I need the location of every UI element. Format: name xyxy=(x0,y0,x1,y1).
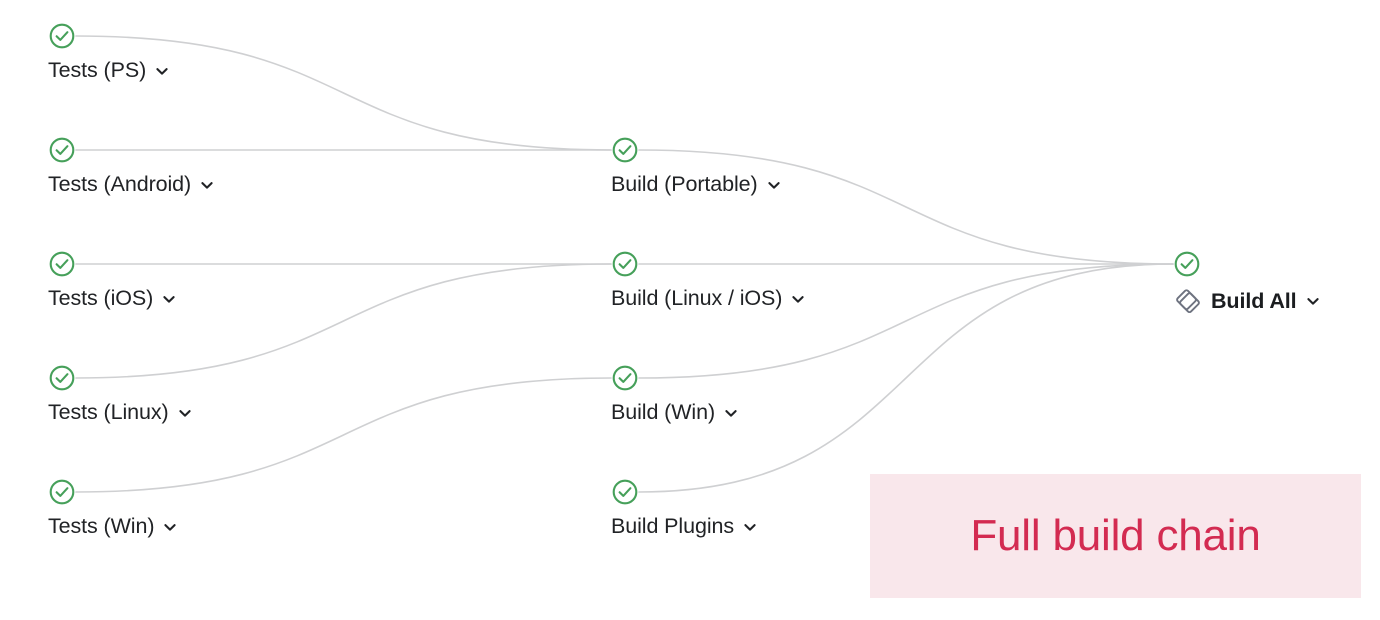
node-label: Build All xyxy=(1211,288,1297,313)
annotation-label: Full build chain xyxy=(970,511,1261,560)
node-label-row[interactable]: Tests (Linux) xyxy=(48,400,192,425)
node-label-row[interactable]: Build (Win) xyxy=(611,400,738,425)
status-check-circle-icon[interactable] xyxy=(48,250,76,278)
status-check-circle-icon[interactable] xyxy=(611,364,639,392)
status-check-circle-icon[interactable] xyxy=(48,136,76,164)
node-label: Build (Win) xyxy=(611,400,716,424)
edge-tests-win-to-build-win xyxy=(75,377,612,493)
node-label-row[interactable]: Build Plugins xyxy=(611,514,757,539)
edge-tests-linux-to-build-linux-ios xyxy=(75,263,612,379)
status-check-circle-icon[interactable] xyxy=(611,478,639,506)
annotation-callout: Full build chain xyxy=(870,474,1361,598)
node-label-row[interactable]: Build (Linux / iOS) xyxy=(611,286,805,311)
node-label: Tests (Linux) xyxy=(48,400,169,424)
node-label-row[interactable]: Tests (PS) xyxy=(48,58,169,83)
node-label-row[interactable]: Tests (iOS) xyxy=(48,286,176,311)
node-label-row[interactable]: Build (Portable) xyxy=(611,172,781,197)
status-check-circle-icon[interactable] xyxy=(1173,250,1201,278)
chevron-down-icon[interactable] xyxy=(1306,294,1320,308)
node-label: Build Plugins xyxy=(611,514,734,538)
chevron-down-icon[interactable] xyxy=(767,178,781,192)
chevron-down-icon[interactable] xyxy=(163,520,177,534)
chevron-down-icon[interactable] xyxy=(791,292,805,306)
node-label-row[interactable]: Build All xyxy=(1173,286,1320,316)
node-label: Build (Linux / iOS) xyxy=(611,286,783,310)
edge-build-portable-to-build-all xyxy=(638,149,1174,265)
status-check-circle-icon[interactable] xyxy=(48,22,76,50)
status-check-circle-icon[interactable] xyxy=(48,478,76,506)
chevron-down-icon[interactable] xyxy=(724,406,738,420)
stacked-diamonds-icon xyxy=(1173,286,1203,316)
node-label: Build (Portable) xyxy=(611,172,758,196)
chevron-down-icon[interactable] xyxy=(162,292,176,306)
node-label: Tests (Android) xyxy=(48,172,192,196)
chevron-down-icon[interactable] xyxy=(743,520,757,534)
status-check-circle-icon[interactable] xyxy=(611,250,639,278)
node-label-row[interactable]: Tests (Android) xyxy=(48,172,214,197)
edge-build-win-to-build-all xyxy=(638,263,1174,379)
status-check-circle-icon[interactable] xyxy=(611,136,639,164)
chevron-down-icon[interactable] xyxy=(155,64,169,78)
edge-tests-ps-to-build-portable xyxy=(75,35,612,151)
node-label: Tests (PS) xyxy=(48,58,147,82)
node-label: Tests (iOS) xyxy=(48,286,154,310)
node-label: Tests (Win) xyxy=(48,514,155,538)
chevron-down-icon[interactable] xyxy=(200,178,214,192)
status-check-circle-icon[interactable] xyxy=(48,364,76,392)
node-label-row[interactable]: Tests (Win) xyxy=(48,514,177,539)
chevron-down-icon[interactable] xyxy=(178,406,192,420)
